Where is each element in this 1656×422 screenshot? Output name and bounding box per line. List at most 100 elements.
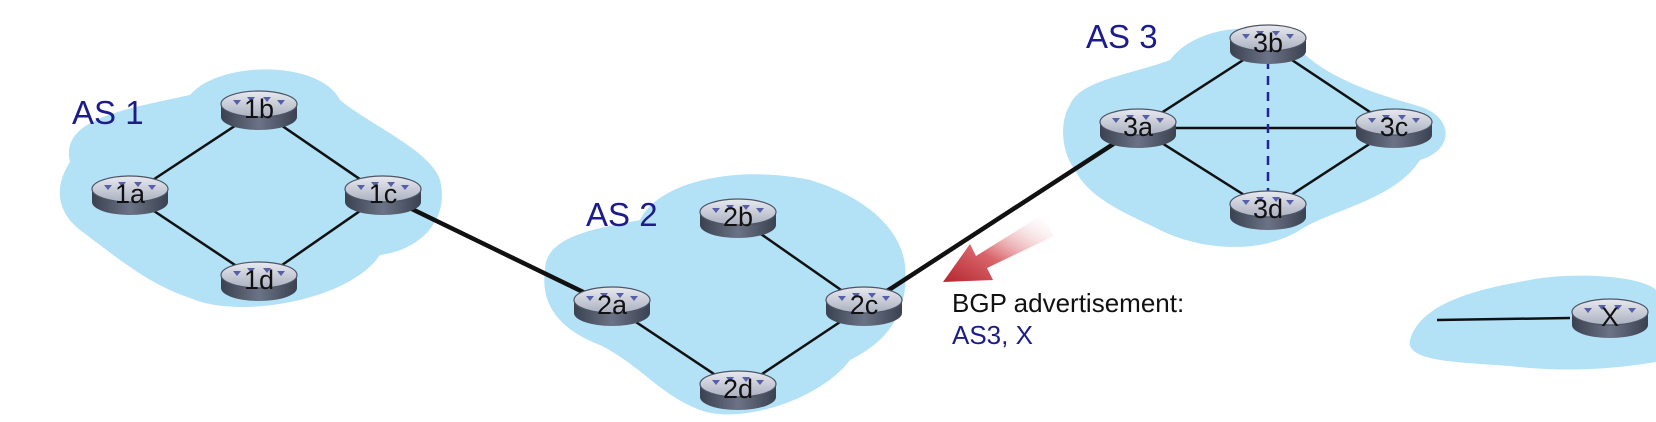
router-top (699, 370, 777, 398)
router-arrow-mark (1286, 34, 1294, 39)
routers: 1a 1b 1c 1d 2a 2b 2c 2d 3a 3b 3c 3dX (91, 24, 1649, 410)
router-label: 1a (115, 179, 146, 209)
router-arrow-mark (1256, 197, 1264, 202)
router-arrow-mark (630, 296, 638, 301)
router-arrow-mark (1286, 200, 1294, 205)
router-arrow-mark (1628, 308, 1636, 313)
router-arrow-mark (263, 97, 271, 102)
router-label: 1c (369, 179, 398, 209)
router-arrow-mark (726, 205, 734, 210)
router-top (344, 175, 422, 203)
router-arrow-mark (586, 296, 594, 301)
router-1c: 1c (344, 175, 422, 215)
router-arrow-mark (1272, 197, 1280, 202)
router-arrow-mark (247, 97, 255, 102)
router-3d: 3d (1229, 190, 1307, 230)
router-arrow-mark (868, 293, 876, 298)
router-arrow-mark (104, 185, 112, 190)
router-arrow-mark (712, 208, 720, 213)
router-arrow-mark (357, 185, 365, 190)
as2-cloud (544, 174, 906, 415)
router-arrow-mark (1142, 115, 1150, 120)
router-arrow-mark (1614, 305, 1622, 310)
router-label: 1d (244, 265, 274, 295)
router-top (1099, 108, 1177, 136)
router-top (1229, 24, 1307, 52)
router-label: 2b (723, 202, 753, 232)
as3-label: AS 3 (1086, 18, 1158, 55)
router-top (91, 175, 169, 203)
as1-label: AS 1 (72, 94, 144, 131)
link-1c-2a (382, 192, 613, 309)
as1-cloud (59, 69, 442, 307)
router-3b: 3b (1229, 24, 1307, 64)
router-arrow-mark (1156, 118, 1164, 123)
router-arrow-mark (1382, 115, 1390, 120)
router-arrow-mark (838, 296, 846, 301)
destination-cloud (1409, 275, 1656, 370)
advertisement-arrow (943, 215, 1054, 282)
router-arrow-mark (1368, 118, 1376, 123)
router-arrow-mark (233, 100, 241, 105)
router-arrow-mark (247, 268, 255, 273)
router-arrow-mark (712, 380, 720, 385)
router-arrow-mark (277, 100, 285, 105)
router-arrow-mark (742, 205, 750, 210)
as-clouds (59, 28, 1656, 415)
router-label: 2a (597, 290, 628, 320)
router-arrow-mark (616, 293, 624, 298)
router-top (220, 90, 298, 118)
router-1b: 1b (220, 90, 298, 130)
router-top (825, 286, 903, 314)
router-2d: 2d (699, 370, 777, 410)
router-arrow-mark (1398, 115, 1406, 120)
router-1d: 1d (220, 261, 298, 301)
router-arrow-mark (852, 293, 860, 298)
as3-cloud (1063, 28, 1446, 247)
router-top (1571, 298, 1649, 326)
router-top (1355, 108, 1433, 136)
router-arrow-mark (1112, 118, 1120, 123)
router-label: 3c (1380, 112, 1409, 142)
router-arrow-mark (233, 271, 241, 276)
router-top (220, 261, 298, 289)
router-arrow-mark (1126, 115, 1134, 120)
router-2b: 2b (699, 198, 777, 238)
router-arrow-mark (1598, 305, 1606, 310)
router-2c: 2c (825, 286, 903, 326)
router-arrow-mark (1412, 118, 1420, 123)
advertisement-path: AS3, X (952, 320, 1033, 350)
router-arrow-mark (1272, 31, 1280, 36)
router-3c: 3c (1355, 108, 1433, 148)
router-label: 3d (1253, 194, 1283, 224)
router-top (573, 286, 651, 314)
router-arrow-mark (134, 182, 142, 187)
router-label: 1b (244, 94, 274, 124)
router-arrow-mark (1584, 308, 1592, 313)
router-arrow-mark (277, 271, 285, 276)
router-arrow-mark (1242, 200, 1250, 205)
router-arrow-mark (726, 377, 734, 382)
link-2c-3a (862, 126, 1140, 308)
as2-label: AS 2 (586, 196, 658, 233)
router-arrow-mark (756, 208, 764, 213)
router-label: X (1601, 302, 1619, 332)
router-2a: 2a (573, 286, 651, 326)
router-arrow-mark (401, 185, 409, 190)
router-arrow-mark (1242, 34, 1250, 39)
router-arrow-mark (148, 185, 156, 190)
router-arrow-mark (756, 380, 764, 385)
router-x: X (1571, 298, 1649, 338)
router-top (1229, 190, 1307, 218)
router-arrow-mark (371, 182, 379, 187)
router-3a: 3a (1099, 108, 1177, 148)
router-arrow-mark (263, 268, 271, 273)
router-label: 2c (850, 290, 879, 320)
router-arrow-mark (882, 296, 890, 301)
router-label: 3b (1253, 28, 1283, 58)
router-arrow-mark (1256, 31, 1264, 36)
advertisement-title: BGP advertisement: (952, 288, 1184, 318)
router-arrow-mark (118, 182, 126, 187)
